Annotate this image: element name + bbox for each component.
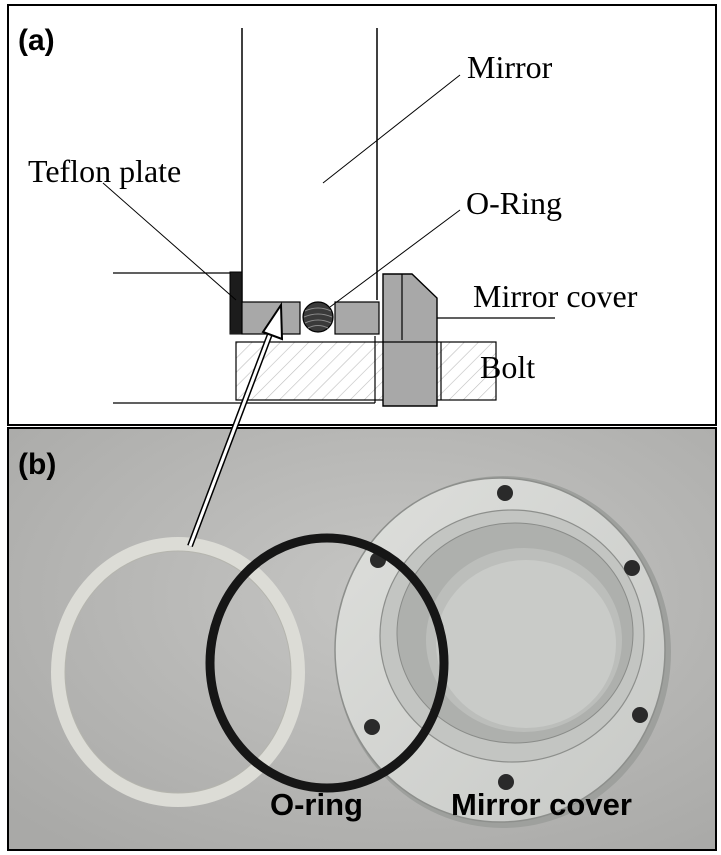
cover-hole (624, 560, 640, 576)
photo-label-o-ring: O-ring (270, 787, 363, 822)
teflon-link-arrow (187, 301, 284, 548)
cover-hole (497, 485, 513, 501)
panel-b: (b) O-ring Mirror cover (7, 427, 717, 851)
label-bolt: Bolt (480, 349, 535, 385)
bolt-body (235, 341, 497, 401)
cover-hole (498, 774, 514, 790)
holder-segment-right (334, 301, 380, 335)
label-teflon-plate: Teflon plate (28, 153, 181, 189)
teflon-plate-vertical (229, 271, 243, 335)
label-mirror-cover: Mirror cover (473, 278, 638, 314)
teflon-ring-edge (64, 550, 292, 794)
cover-hole (632, 707, 648, 723)
label-o-ring: O-Ring (466, 185, 562, 221)
label-mirror: Mirror (467, 49, 553, 85)
o-ring-leader (329, 209, 461, 308)
mirror-leader (322, 74, 461, 184)
cover-hole (364, 719, 380, 735)
panel-b-tag: (b) (18, 448, 56, 481)
teflon-plate-horizontal (230, 330, 246, 334)
arrow-head (261, 301, 284, 341)
o-ring-texture (303, 307, 333, 329)
panel-a: (a) Mirror Teflon plate O-Ring (7, 4, 717, 426)
o-ring-section (302, 301, 334, 333)
teflon-leader (102, 182, 237, 301)
o-ring-photo (205, 533, 449, 793)
panel-a-tag: (a) (18, 24, 55, 57)
teflon-ring-photo (51, 537, 305, 807)
photo-label-mirror-cover: Mirror cover (451, 787, 632, 822)
mirror-cover-section (382, 273, 438, 407)
